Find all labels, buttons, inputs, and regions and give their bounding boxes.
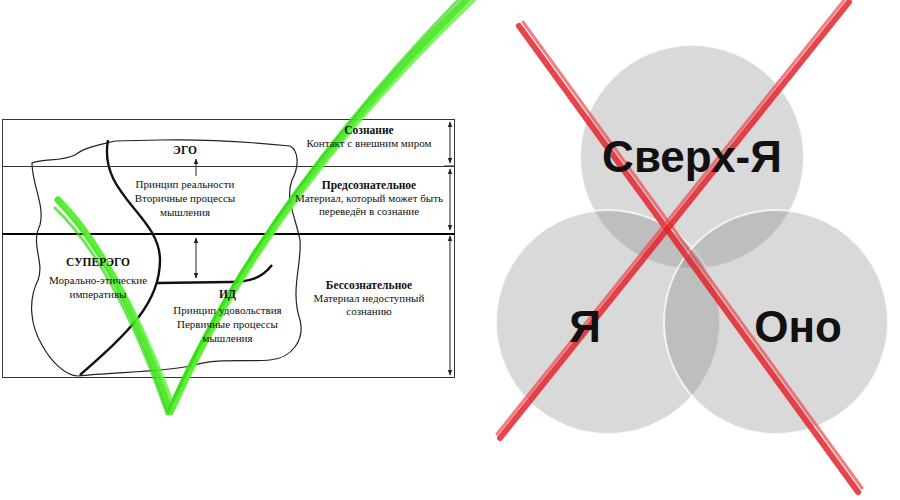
node-body: Принцип удовольствия <box>165 303 290 317</box>
circle-label: Оно <box>754 302 842 352</box>
node-heading: Бессознательное <box>292 279 446 292</box>
inner-arrow <box>196 238 197 278</box>
circle-label: Я <box>569 302 601 352</box>
check-stroke <box>55 0 466 414</box>
circle-fill <box>664 210 888 434</box>
level-bracket <box>450 122 451 163</box>
level-bracket <box>450 169 451 230</box>
level-bracket <box>450 236 451 375</box>
node-heading: Предсознательное <box>292 179 446 192</box>
check-stroke <box>63 0 476 408</box>
inner-arrow <box>196 159 197 176</box>
level-description: ПредсознательноеМатериал, который может … <box>292 179 446 218</box>
psyche-structure-region: СУПЕРЭГО Морально-этические императивы <box>40 255 156 301</box>
node-heading: Сознание <box>292 124 446 137</box>
ego-id-divider <box>157 265 272 283</box>
node-body: Морально-этические императивы <box>40 273 156 301</box>
node-body: Материал недоступный сознанию <box>292 292 446 318</box>
psyche-outline <box>32 140 301 376</box>
venn-circle: Оно <box>663 209 889 435</box>
node-body: Вторичные процессы мышления <box>120 191 250 219</box>
level-description: СознаниеКонтакт с внешним миром <box>292 124 446 150</box>
consciousness-level-band: СознаниеКонтакт с внешним миром <box>2 119 455 167</box>
node-heading: СУПЕРЭГО <box>40 255 156 269</box>
node-body: Контакт с внешним миром <box>292 137 446 150</box>
node-body: Принцип реальности <box>120 177 250 191</box>
node-body: Первичные процессы мышления <box>165 317 290 345</box>
level-description: БессознательноеМатериал недоступный созн… <box>292 279 446 318</box>
psyche-structure-region: ЭГО Принцип реальностиВторичные процессы … <box>120 143 250 219</box>
psyche-structure-region: ИД Принцип удовольствияПервичные процессы… <box>165 287 290 345</box>
node-heading: ИД <box>165 287 290 301</box>
node-body: Материал, который может быть переведён в… <box>292 192 446 218</box>
circle-label: Сверх-Я <box>602 132 782 182</box>
node-heading: ЭГО <box>120 143 250 157</box>
